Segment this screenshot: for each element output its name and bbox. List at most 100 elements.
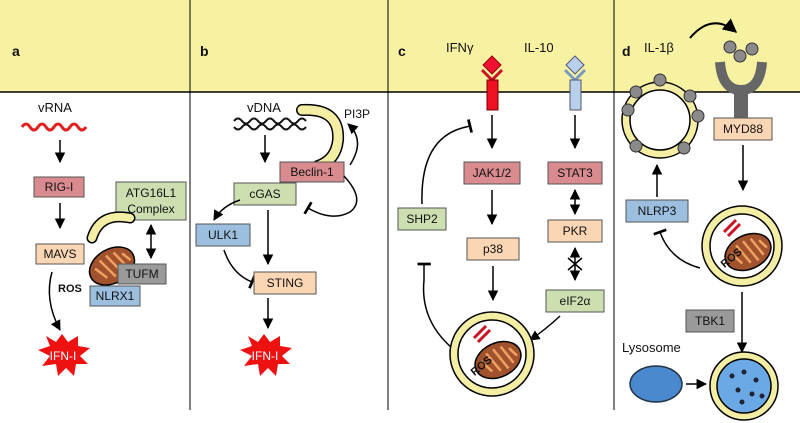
- pkr-label: PKR: [563, 224, 588, 238]
- ifn-label-b: IFN-I: [252, 349, 279, 363]
- inhibit-shp2-receptor: [421, 119, 473, 205]
- arrow-release: [689, 18, 738, 39]
- phagophore-b: [297, 105, 343, 171]
- lysosome: [629, 365, 683, 403]
- il1b-particle: [621, 103, 635, 117]
- eif2a-label: eIF2α: [560, 294, 591, 308]
- mavs-label: MAVS: [43, 247, 76, 261]
- vdna-label: vDNA: [247, 100, 281, 115]
- shp2-label: SHP2: [406, 212, 438, 226]
- extracellular-band: [0, 0, 800, 92]
- inhibit-ulk1-sting: [223, 249, 256, 289]
- stat3-label: STAT3: [557, 166, 593, 180]
- panel-label-d: d: [622, 43, 631, 59]
- il1b-particle: [691, 109, 705, 123]
- degradation-dot: [729, 373, 735, 379]
- vrna-label: vRNA: [38, 100, 72, 115]
- vdna-strand-2: [233, 123, 307, 131]
- degradation-dot: [741, 369, 747, 375]
- inhibit-autophagosome-nlrp3: [653, 228, 701, 269]
- ulk1-box: [195, 223, 251, 247]
- mavs-box: [35, 243, 85, 265]
- beclin1-label: Beclin-1: [290, 165, 334, 179]
- ulk1-label: ULK1: [208, 228, 238, 242]
- rigi-label: RIG-I: [45, 180, 74, 194]
- jak-box: [463, 161, 521, 185]
- panel-b: vDNA PI3P Beclin-1 cGAS ULK1 STING IFN-I: [195, 100, 370, 376]
- inhibit-beclin-cgas: [303, 175, 358, 217]
- arrow-beclin-pi3p: [347, 123, 359, 166]
- tbk1-label: TBK1: [695, 314, 725, 328]
- panel-a: vRNA RIG-I ATG16L1 Complex MAVS TUFM NLR…: [20, 100, 187, 376]
- phagophore-arc: [88, 213, 134, 242]
- ifn-label-a: IFN-I: [50, 349, 77, 363]
- shp2-box: [397, 207, 447, 231]
- ifn-burst-a: [38, 334, 90, 376]
- panel-label-c: c: [398, 43, 406, 59]
- inhibit-autophagosome-shp2: [417, 262, 453, 349]
- complex-label: Complex: [127, 202, 174, 216]
- il1b-particle: [629, 139, 643, 153]
- jak-label: JAK1/2: [473, 166, 512, 180]
- il1b-particle: [629, 85, 643, 99]
- nlrp3-box: [625, 199, 689, 223]
- ros-bolt-c: [472, 324, 492, 344]
- rigi-box: [33, 176, 85, 198]
- il10-ligand: [565, 55, 585, 75]
- cgas-label: cGAS: [249, 187, 280, 201]
- panel-label-b: b: [200, 43, 209, 59]
- nlrx1-label: NLRX1: [96, 289, 135, 303]
- tufm-label: TUFM: [125, 267, 158, 281]
- ifn-burst-b: [240, 334, 292, 376]
- tbk1-box: [685, 309, 735, 333]
- pkr-box: [547, 219, 603, 243]
- nlrp3-label: NLRP3: [638, 204, 677, 218]
- degradation-dot: [759, 393, 765, 399]
- sting-box: [253, 271, 317, 295]
- degradation-dot: [739, 399, 745, 405]
- beclin1-box: [279, 161, 345, 183]
- panel-label-a: a: [12, 43, 20, 59]
- atg16l1-label: ATG16L1: [126, 186, 177, 200]
- arrow-eif2a-autophagosome: [529, 315, 561, 341]
- il1b-particle: [745, 42, 759, 56]
- nlrx1-box: [89, 285, 141, 307]
- il1b-particle: [653, 73, 667, 87]
- p38-box: [466, 237, 520, 261]
- il10-receptor: [569, 79, 582, 111]
- il1b-particle: [733, 49, 747, 63]
- tufm-box: [117, 263, 167, 285]
- ros-bolt-d: [722, 218, 742, 238]
- arrow-mavs-ifn: [48, 271, 61, 331]
- il1b-particle: [677, 141, 691, 155]
- ros-label-a: ROS: [58, 283, 82, 295]
- cgas-box: [233, 182, 297, 206]
- pi3p-label: PI3P: [344, 107, 370, 121]
- degradation-dot: [735, 387, 741, 393]
- degradation-dot: [753, 377, 759, 383]
- autolysosome-inner: [716, 358, 772, 414]
- ifng-ligand: [482, 55, 502, 75]
- panel-d: IL-1β MYD88 NLRP3 ROS TBK1: [621, 18, 783, 421]
- panel-c: IFNγ IL-10 JAK1/2 STAT3 SHP2 PKR p38 eIF…: [397, 40, 605, 397]
- myd88-box: [713, 117, 773, 141]
- eif2a-box: [545, 289, 605, 313]
- il1b-particle: [683, 89, 697, 103]
- il1-receptor-stem: [734, 88, 748, 118]
- il1b-label: IL-1β: [644, 40, 674, 55]
- myd88-label: MYD88: [723, 122, 763, 136]
- arrow-cgas-ulk1: [213, 199, 241, 221]
- degradation-dot: [749, 391, 755, 397]
- vrna-strand: [20, 122, 88, 132]
- vesicle-d-inner: [629, 89, 691, 151]
- ifng-label: IFNγ: [446, 40, 474, 55]
- stat3-box: [547, 161, 603, 185]
- p38-label: p38: [483, 242, 503, 256]
- sting-label: STING: [267, 276, 304, 290]
- il10-label: IL-10: [524, 40, 554, 55]
- vdna-strand-1: [233, 117, 307, 125]
- lysosome-label: Lysosome: [622, 340, 681, 355]
- il1b-particle: [723, 40, 737, 54]
- ifng-receptor: [486, 79, 499, 111]
